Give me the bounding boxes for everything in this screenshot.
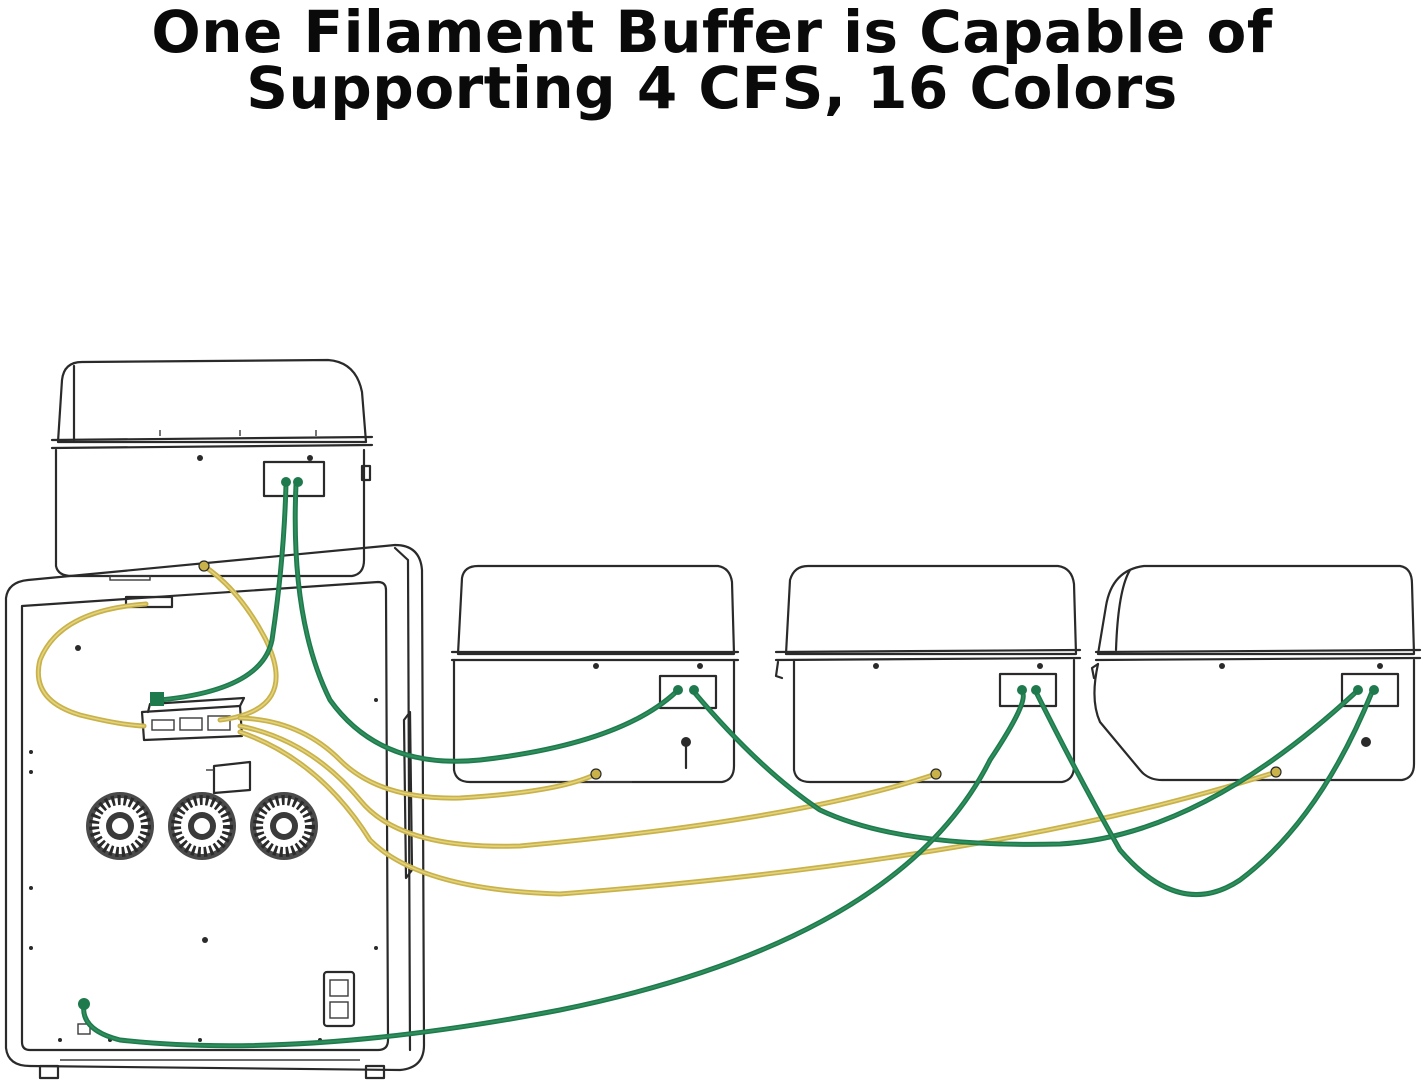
fan-2 (168, 792, 236, 860)
cfs-unit-4 (1092, 566, 1420, 780)
fans (86, 792, 318, 860)
cfs-unit-2 (452, 566, 738, 782)
fan-3 (250, 792, 318, 860)
cfs-unit-3 (776, 566, 1080, 782)
fan-1 (86, 792, 154, 860)
filament-tubes (84, 484, 1372, 1046)
cfs-unit-1 (52, 360, 372, 580)
